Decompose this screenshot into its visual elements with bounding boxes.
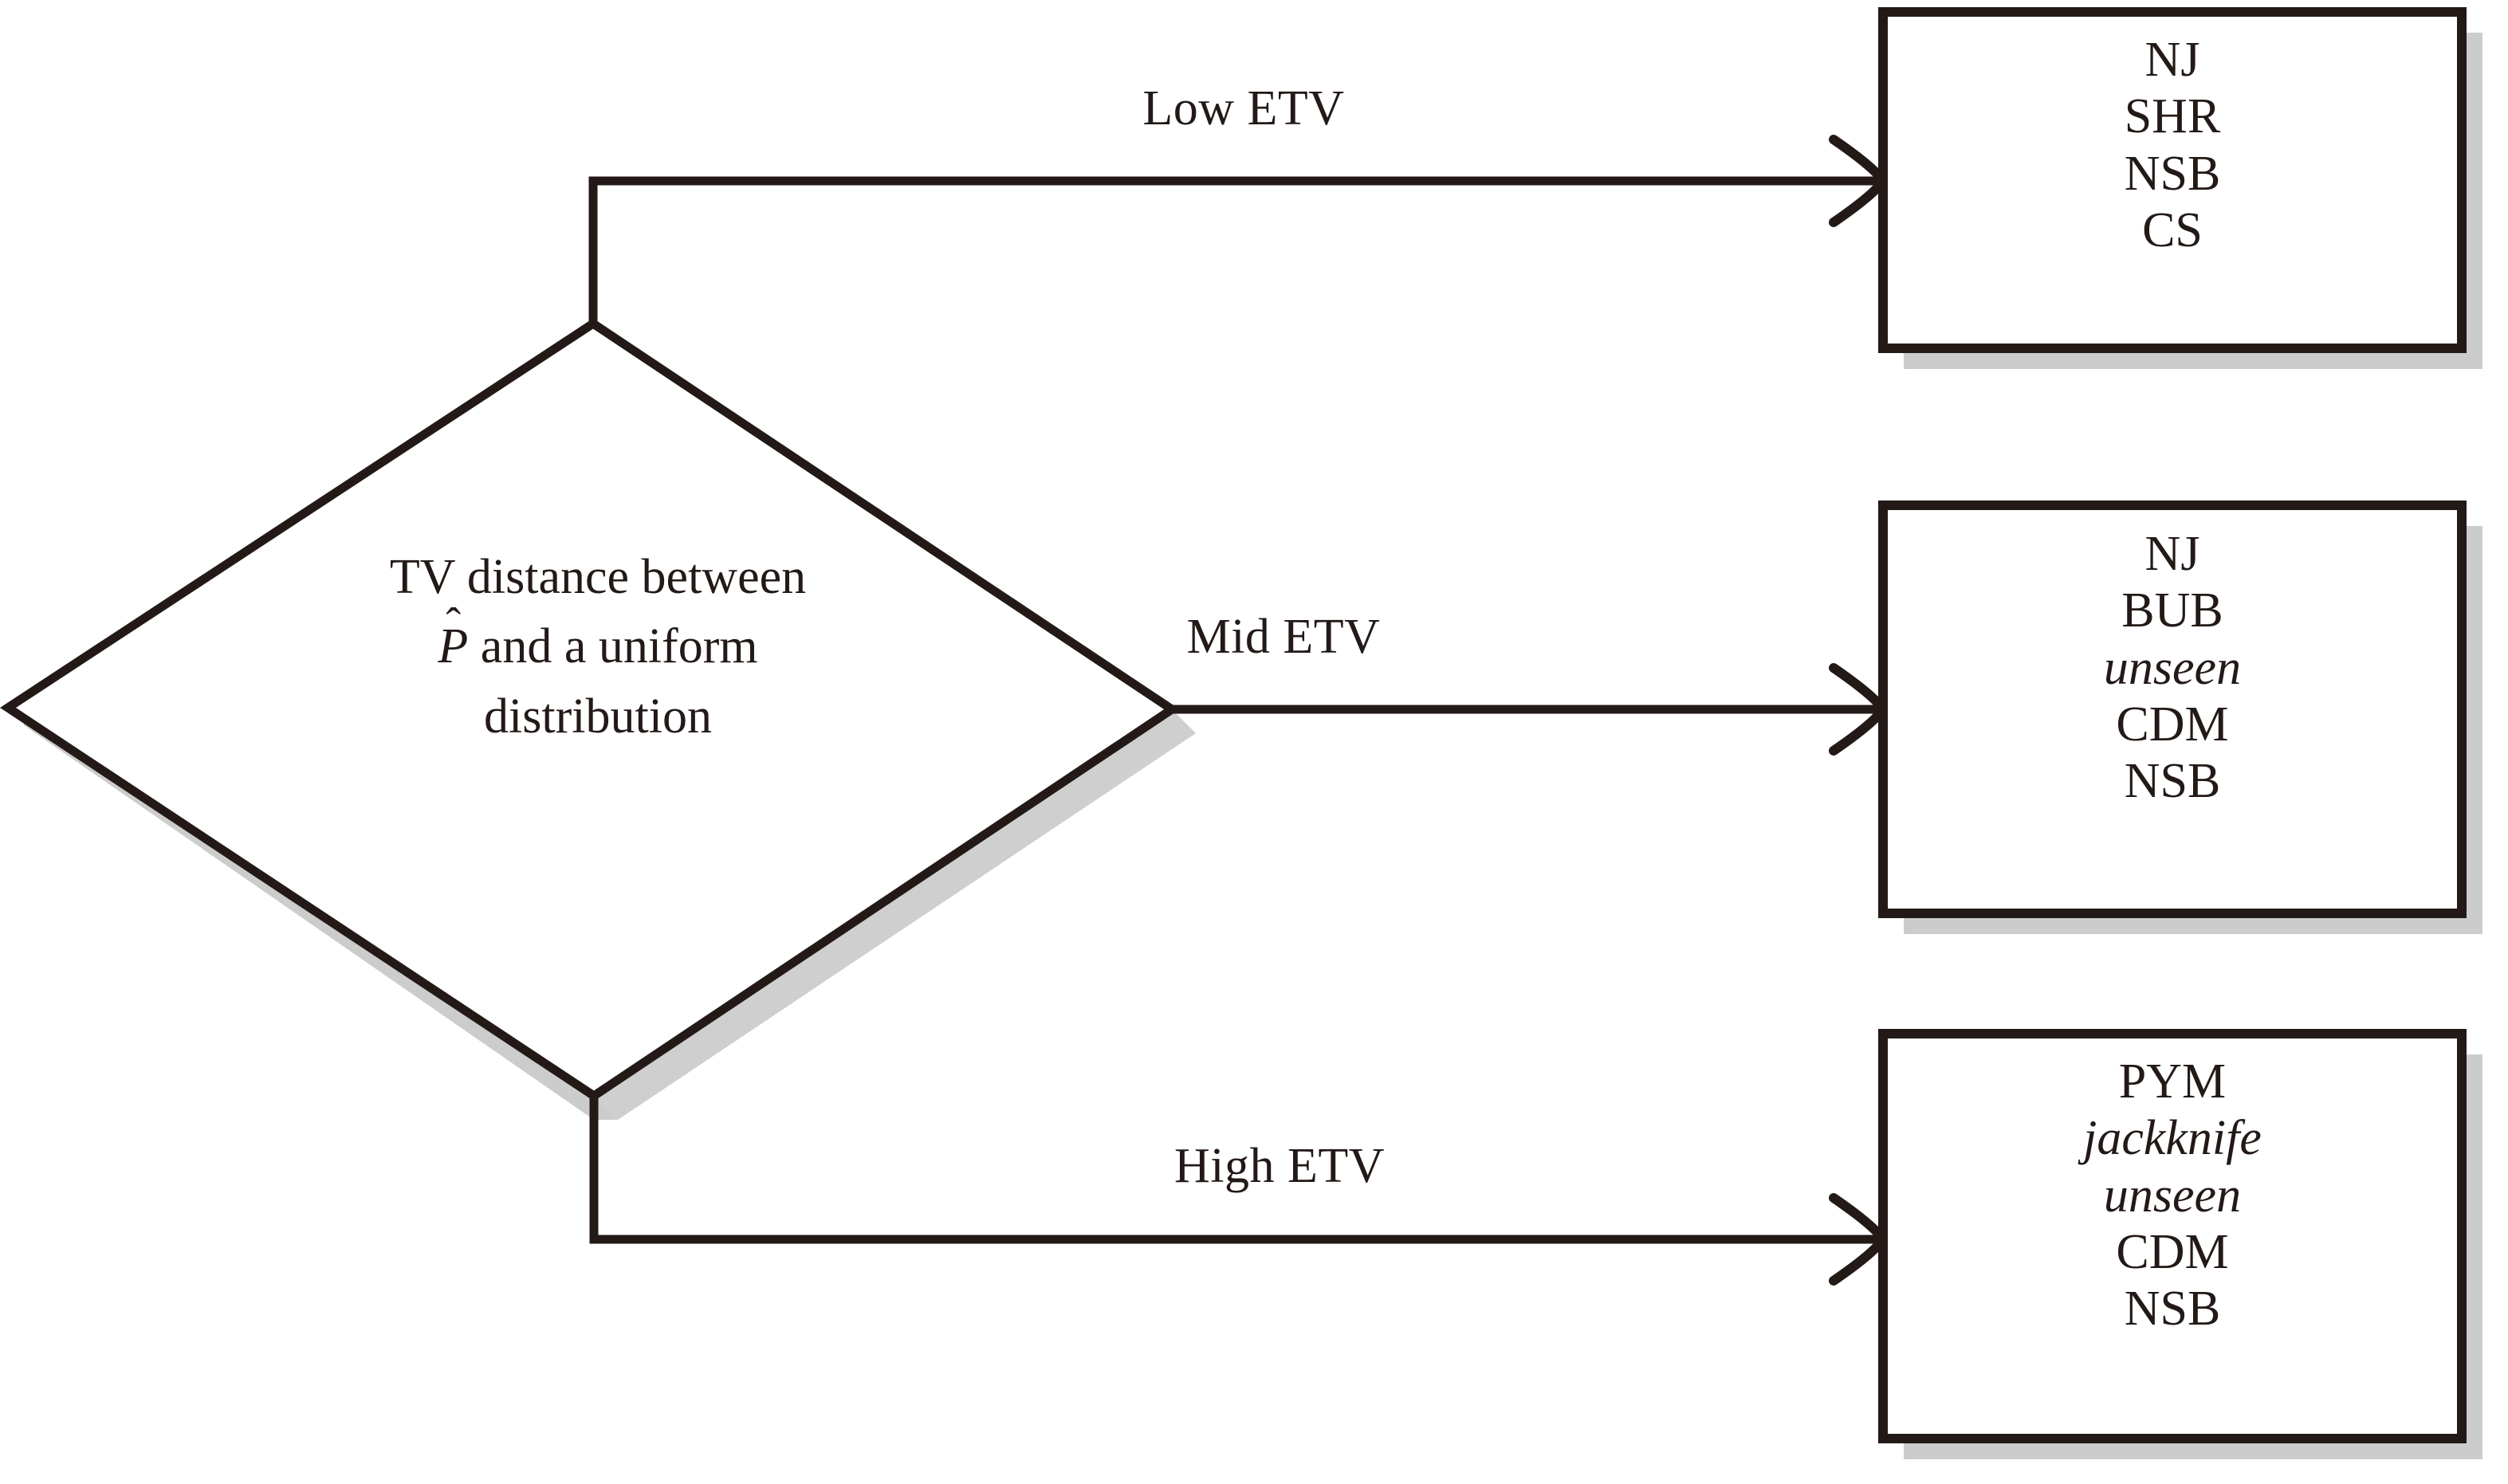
decision-label-line-1: TV distance between — [389, 550, 807, 604]
outcome-item: NJ — [2144, 33, 2200, 87]
connector-low-etv — [588, 139, 1883, 328]
connector-high-etv — [589, 1091, 1883, 1281]
p-letter: P — [438, 619, 469, 674]
edge-label-low-etv: Low ETV — [1142, 81, 1345, 135]
outcome-item: CDM — [2116, 1224, 2229, 1279]
outcome-item: NSB — [2124, 146, 2221, 201]
decision-label-line-3: distribution — [484, 689, 712, 744]
outcome-item: SHR — [2124, 89, 2221, 144]
decision-label-line-2: ˆ P and a uniform — [159, 599, 1036, 674]
edge-label-high-etv: High ETV — [1173, 1139, 1386, 1193]
connector-mid-etv — [1167, 668, 1883, 751]
outcome-item: NSB — [2124, 754, 2221, 809]
p-hat-symbol: ˆ P — [438, 599, 469, 674]
decision-label-line-2-rest: and a uniform — [468, 619, 758, 674]
outcome-item: NJ — [2144, 527, 2200, 581]
outcome-item: CDM — [2116, 697, 2229, 752]
outcome-item: unseen — [2103, 640, 2242, 695]
hat-accent: ˆ — [446, 599, 462, 650]
outcome-box-mid — [1878, 501, 2467, 918]
outcome-box-low — [1878, 7, 2467, 353]
outcome-item: jackknife — [2083, 1111, 2262, 1166]
decision-label: TV distance between ˆ P and a uniform di… — [159, 550, 1036, 744]
decision-diamond — [0, 318, 1180, 1101]
edge-label-mid-etv: Mid ETV — [1186, 610, 1381, 664]
outcome-box-high — [1878, 1029, 2467, 1443]
outcome-item: BUB — [2121, 583, 2223, 638]
outcome-item: NSB — [2124, 1282, 2221, 1337]
outcome-item: unseen — [2103, 1168, 2242, 1223]
outcome-item: CS — [2142, 202, 2203, 257]
outcome-item: PYM — [2118, 1054, 2227, 1109]
